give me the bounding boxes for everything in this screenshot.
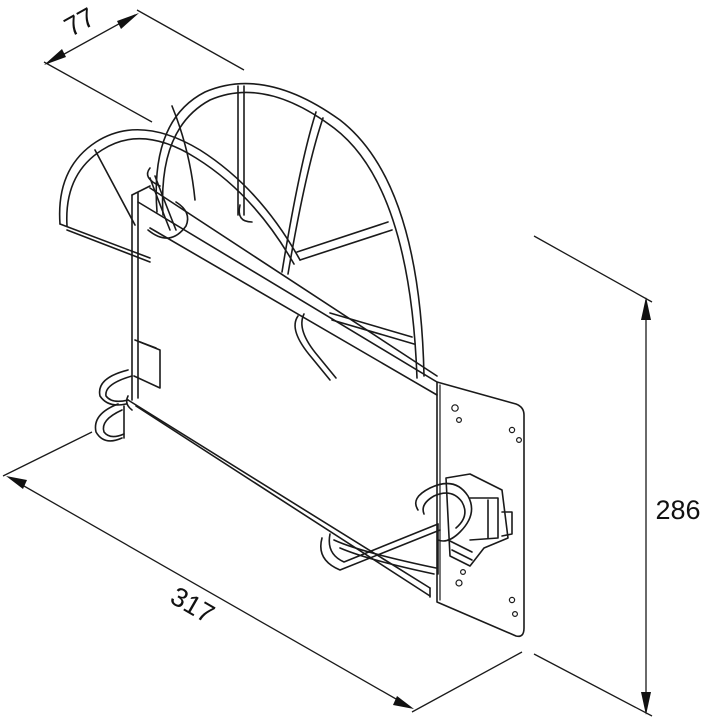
mounting-hole bbox=[451, 404, 459, 412]
depth-dimension: 77 bbox=[43, 2, 245, 123]
front-reel-arc bbox=[58, 128, 301, 265]
depth-extension-line-left bbox=[43, 61, 153, 123]
mounting-hole bbox=[455, 579, 463, 587]
width-arrow-right bbox=[393, 696, 414, 709]
back-frame bbox=[125, 185, 438, 598]
rear-reel-arc bbox=[155, 82, 425, 381]
mounting-hole bbox=[460, 568, 467, 575]
height-arrow-top bbox=[641, 297, 651, 320]
height-dimension: 286 bbox=[533, 235, 701, 717]
width-dimension-line bbox=[9, 477, 411, 708]
height-extension-line-bottom bbox=[533, 653, 653, 717]
width-dimension-label: 317 bbox=[165, 581, 219, 630]
hose-holder bbox=[58, 82, 525, 638]
right-hook bbox=[320, 523, 441, 575]
width-arrow-left bbox=[6, 476, 27, 489]
height-dimension-label: 286 bbox=[655, 495, 700, 525]
width-extension-line-right bbox=[411, 651, 523, 713]
mounting-hole bbox=[515, 437, 522, 444]
clamp-body bbox=[445, 473, 509, 567]
mounting-hole bbox=[508, 596, 516, 604]
depth-dimension-label: 77 bbox=[59, 2, 100, 43]
tool-clamp bbox=[414, 473, 513, 567]
depth-arrow-right bbox=[117, 13, 139, 29]
height-extension-line-top bbox=[533, 235, 653, 303]
depth-extension-line-right bbox=[136, 9, 245, 71]
mounting-hole bbox=[456, 417, 463, 424]
mounting-hole bbox=[511, 610, 518, 617]
width-extension-line-left bbox=[2, 431, 93, 477]
left-hook bbox=[94, 339, 161, 442]
depth-arrow-left bbox=[44, 49, 66, 65]
height-arrow-bottom bbox=[641, 692, 651, 715]
mounting-hole bbox=[508, 426, 516, 434]
